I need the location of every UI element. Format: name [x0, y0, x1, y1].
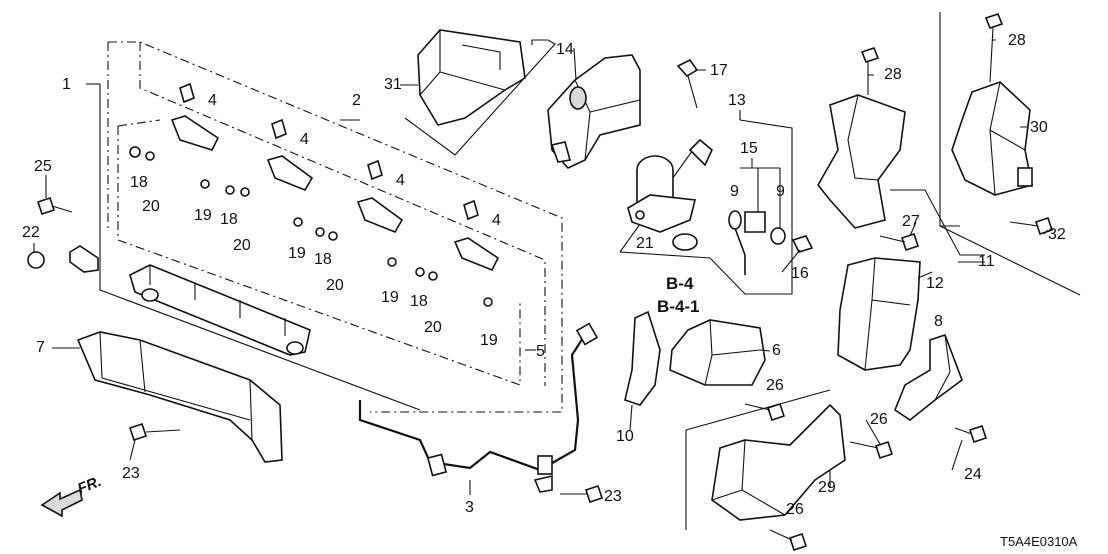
- callout-13: 13: [728, 92, 746, 109]
- part-25-bolt: [36, 196, 73, 216]
- callout-19a: 19: [194, 207, 212, 224]
- callout-18b: 18: [220, 211, 238, 228]
- callout-4d: 4: [492, 212, 501, 229]
- front-label: FR.: [75, 473, 104, 498]
- callout-19d: 19: [480, 332, 498, 349]
- callout-31: 31: [384, 76, 402, 93]
- part-28b-bolt: [984, 13, 1004, 83]
- callout-3: 3: [465, 499, 474, 516]
- callout-1: 1: [62, 76, 71, 93]
- callout-17: 17: [710, 62, 728, 79]
- part-26-bolt-b: [849, 440, 894, 460]
- callout-22: 22: [22, 224, 40, 241]
- callout-15: 15: [740, 140, 758, 157]
- clips-4: [179, 82, 479, 221]
- callout-5: 5: [536, 343, 545, 360]
- callout-26c: 26: [786, 501, 804, 518]
- callout-20c: 20: [326, 277, 344, 294]
- callout-12: 12: [926, 275, 944, 292]
- part-23-bolt-a: [128, 422, 181, 442]
- callout-8: 8: [934, 313, 943, 330]
- callout-18c: 18: [314, 251, 332, 268]
- callout-4c: 4: [396, 172, 405, 189]
- part-12-cover: [837, 257, 921, 371]
- callout-16: 16: [791, 265, 809, 282]
- part-8-bracket: [894, 333, 963, 421]
- callout-20b: 20: [233, 237, 251, 254]
- callout-20d: 20: [424, 319, 442, 336]
- part-13-fuel-pump: [627, 138, 713, 233]
- callout-26b: 26: [870, 411, 888, 428]
- part-28-bolt: [860, 47, 880, 95]
- part-21-o-ring: [672, 233, 698, 251]
- callout-18a: 18: [130, 174, 148, 191]
- part-10-clip: [624, 310, 661, 406]
- callout-24: 24: [964, 466, 982, 483]
- callout-4a: 4: [208, 92, 217, 109]
- callout-25: 25: [34, 158, 52, 175]
- part-23-bolt-b: [560, 484, 604, 504]
- callout-20a: 20: [142, 198, 160, 215]
- part-27-bolt: [879, 232, 920, 252]
- part-3-fuel-pipe: [358, 322, 599, 493]
- callout-10: 10: [616, 428, 634, 445]
- seals-small: [129, 146, 493, 307]
- callout-11: 11: [978, 253, 995, 270]
- callout-18d: 18: [410, 293, 428, 310]
- injector-set: [170, 115, 500, 272]
- callout-14: 14: [556, 41, 574, 58]
- callout-21: 21: [636, 235, 654, 252]
- part-29-bracket: [711, 403, 846, 521]
- part-26-bolt-a: [744, 402, 786, 422]
- callout-27: 27: [902, 213, 920, 230]
- part-15-fitting: [728, 167, 786, 275]
- callout-6: 6: [772, 342, 781, 359]
- callout-2: 2: [352, 92, 361, 109]
- part-17-bolt: [676, 58, 699, 109]
- part-6-bracket: [669, 319, 766, 386]
- callout-29: 29: [818, 479, 836, 496]
- callout-7: 7: [36, 339, 45, 356]
- callout-4b: 4: [300, 131, 309, 148]
- callout-30: 30: [1030, 119, 1048, 136]
- leader-lines: [33, 39, 1049, 495]
- callout-23b: 23: [604, 488, 622, 505]
- part-24-bolt: [954, 424, 988, 444]
- front-arrow-icon: [40, 488, 83, 518]
- part-16-bolt: [791, 235, 814, 253]
- reference-b4-1: B-4-1: [657, 297, 700, 316]
- callout-28a: 28: [884, 66, 902, 83]
- reference-b4: B-4: [666, 274, 694, 293]
- part-5-fuel-rail: [129, 264, 311, 356]
- callout-32: 32: [1048, 226, 1066, 243]
- part-30-bracket: [951, 81, 1033, 196]
- diagram-code: T5A4E0310A: [1000, 534, 1078, 549]
- part-11-shield: [817, 94, 906, 229]
- callout-19c: 19: [381, 289, 399, 306]
- callout-28b: 28: [1008, 32, 1026, 49]
- callout-26a: 26: [766, 377, 784, 394]
- callout-19b: 19: [288, 245, 306, 262]
- callout-9b: 9: [776, 183, 785, 200]
- part-26-bolt-c: [769, 529, 808, 552]
- part-31-cover: [417, 29, 526, 126]
- pressure-sensor: [69, 245, 99, 273]
- part-7-heat-shield: [76, 331, 283, 463]
- part-22-nut: [27, 251, 45, 269]
- assembly-outlines: [86, 12, 1081, 530]
- callout-23a: 23: [122, 465, 140, 482]
- callout-9a: 9: [730, 183, 739, 200]
- part-14-cover: [547, 54, 641, 169]
